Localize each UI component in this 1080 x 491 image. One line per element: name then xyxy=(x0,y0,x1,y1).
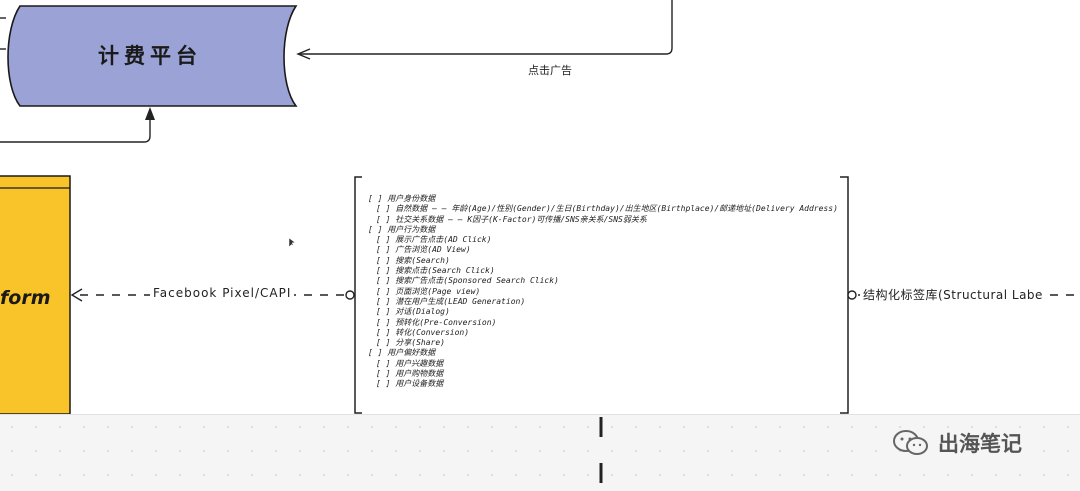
taxonomy-item: [ ] 展示广告点击(AD Click) xyxy=(376,235,492,245)
ad-click-label: 点击广告 xyxy=(528,64,572,77)
taxonomy-item: [ ] 自然数据 — — 年龄(Age)/性别(Gender)/生日(Birth… xyxy=(376,204,838,214)
taxonomy-item: [ ] 用户购物数据 xyxy=(376,369,444,379)
platform-label: form xyxy=(0,287,51,309)
taxonomy-left-bracket xyxy=(354,176,362,414)
taxonomy-item: [ ] 广告浏览(AD View) xyxy=(376,245,471,255)
taxonomy-item: [ ] 页面浏览(Page view) xyxy=(376,286,481,296)
facebook-arrowhead xyxy=(70,288,83,302)
watermark: 出海笔记 xyxy=(892,428,1022,458)
taxonomy-item: [ ] 预转化(Pre-Conversion) xyxy=(376,317,497,327)
wechat-icon xyxy=(893,430,928,455)
taxonomy-item: [ ] 用户兴趣数据 xyxy=(376,358,444,368)
bottom-connector xyxy=(0,111,151,143)
taxonomy-list: [ ] 用户身份数据[ ] 自然数据 — — 年龄(Age)/性别(Gender… xyxy=(368,194,848,390)
bottom-connector-arrowhead xyxy=(145,107,155,120)
taxonomy-item: [ ] 搜索(Search) xyxy=(376,255,450,265)
billing-platform-shape[interactable] xyxy=(7,5,298,107)
taxonomy-item: [ ] 转化(Conversion) xyxy=(376,327,470,337)
billing-platform-label: 计费平台 xyxy=(98,44,202,68)
taxonomy-item: [ ] 分享(Share) xyxy=(376,338,445,348)
facebook-edge-label: Facebook Pixel/CAPI xyxy=(150,286,295,300)
taxonomy-item: [ ] 搜索广告点击(Sponsored Search Click) xyxy=(376,276,559,286)
structure-endpoint xyxy=(847,290,857,300)
taxonomy-item: [ ] 对话(Dialog) xyxy=(376,307,450,317)
taxonomy-item: [ ] 用户偏好数据 xyxy=(368,348,436,358)
structure-edge-label: 结构化标签库(Structural Labe xyxy=(860,286,1046,303)
footer-area xyxy=(0,414,1080,491)
taxonomy-item: [ ] 搜索点击(Search Click) xyxy=(376,266,495,276)
watermark-text: 出海笔记 xyxy=(938,432,1022,456)
ad-click-arrowhead xyxy=(296,48,311,60)
taxonomy-item: [ ] 用户设备数据 xyxy=(376,379,444,389)
mouse-cursor-icon xyxy=(288,237,296,248)
taxonomy-item: [ ] 用户身份数据 xyxy=(368,194,436,203)
facebook-endpoint xyxy=(345,290,355,300)
taxonomy-item: [ ] 用户行为数据 xyxy=(368,224,436,234)
taxonomy-item: [ ] 社交关系数据 — — K因子(K-Factor)可传播/SNS亲关系/S… xyxy=(376,214,647,224)
ad-click-connector xyxy=(300,0,673,55)
taxonomy-item: [ ] 潜在用户生成(LEAD Generation) xyxy=(376,296,526,306)
